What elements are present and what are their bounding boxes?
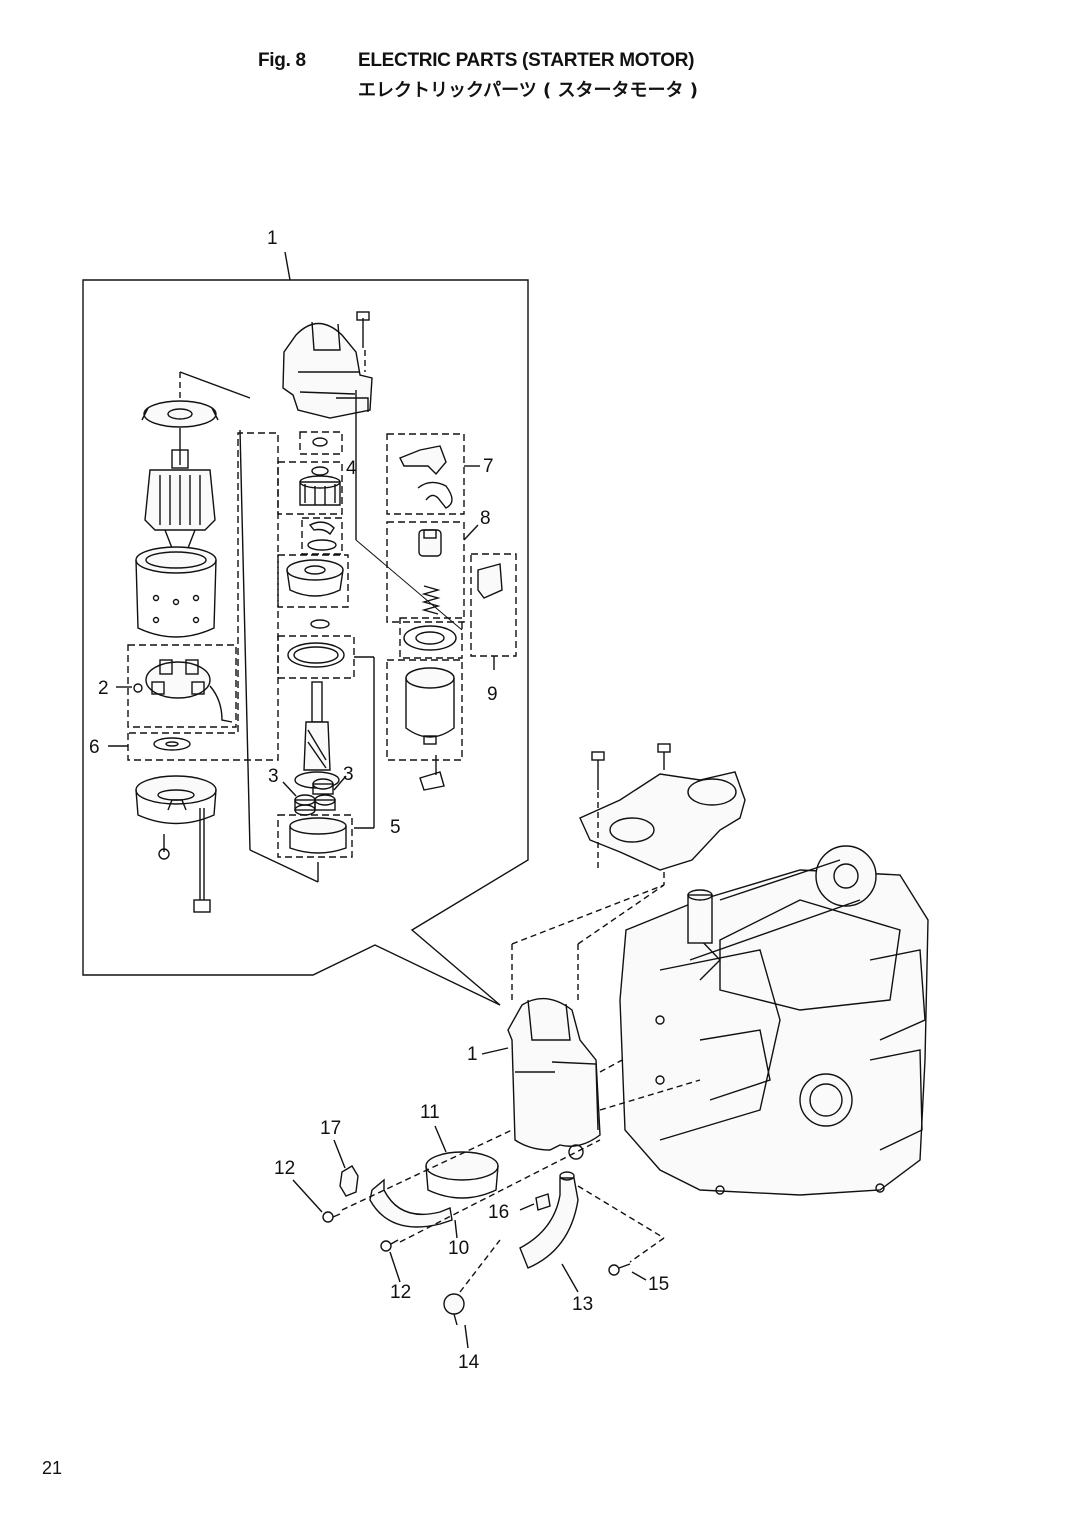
- nut-16: [535, 1193, 551, 1211]
- callout-8: 8: [480, 508, 491, 529]
- assembly-outline: [82, 279, 529, 1006]
- band-part: [369, 1178, 453, 1228]
- rear-cover-part: [282, 321, 373, 419]
- callout-7: 7: [483, 456, 494, 477]
- callout-1-assembly: 1: [467, 1044, 478, 1065]
- figure-title: ELECTRIC PARTS (STARTER MOTOR): [358, 50, 695, 71]
- pinion-gear-part: [299, 466, 341, 506]
- callout-1-top: 1: [267, 228, 278, 249]
- callout-3-right: 3: [343, 764, 354, 785]
- spring-part: [421, 585, 441, 615]
- pinion-shaft-part: [294, 681, 340, 789]
- cushion-ring-part: [425, 1151, 499, 1199]
- callout-11: 11: [420, 1102, 440, 1123]
- page-number: 21: [42, 1458, 63, 1478]
- clip-part-17: [339, 1165, 359, 1197]
- engine-block-part: [619, 845, 929, 1196]
- callout-6: 6: [89, 737, 100, 758]
- plate-washer-part: [153, 737, 191, 751]
- through-bolt-long: [193, 808, 211, 913]
- terminal-nut-part: [419, 755, 445, 791]
- clutch-housing-part: [286, 559, 344, 597]
- callout-17: 17: [320, 1118, 341, 1139]
- internal-gear-part: [289, 817, 347, 854]
- callout-15: 15: [648, 1274, 669, 1295]
- through-bolt-top: [356, 311, 370, 348]
- magnetic-switch-part: [405, 667, 455, 745]
- armature-part: [144, 428, 216, 549]
- screw-15: [608, 1263, 631, 1276]
- cap-14: [443, 1293, 465, 1326]
- callout-3-left: 3: [268, 766, 279, 787]
- bolt-bracket-2: [657, 743, 671, 770]
- callout-13: 13: [572, 1294, 593, 1315]
- callout-9: 9: [487, 684, 498, 705]
- lever-part: [399, 445, 453, 509]
- screw-12-a: [322, 1211, 341, 1223]
- lead-wire-part: [519, 1171, 579, 1269]
- planetary-gear-left: [294, 794, 316, 816]
- callout-4: 4: [346, 458, 357, 479]
- starter-motor-assembled: [507, 997, 601, 1160]
- callout-2: 2: [98, 678, 109, 699]
- planetary-gear-right-1: [312, 778, 334, 795]
- callout-5: 5: [390, 817, 401, 838]
- brush-holder-part: [145, 659, 233, 723]
- callout-12-a: 12: [274, 1158, 295, 1179]
- front-bracket-part: [135, 775, 217, 825]
- screw-12-b: [380, 1239, 399, 1252]
- yoke-part: [135, 546, 217, 638]
- callout-16: 16: [488, 1202, 509, 1223]
- figure-title-japanese: エレクトリックパーツ ( スタータモータ ): [358, 80, 698, 101]
- bolt-bracket-1: [591, 751, 605, 790]
- callout-10: 10: [448, 1238, 469, 1259]
- figure-number: Fig. 8: [258, 50, 306, 71]
- ring-part: [287, 642, 345, 668]
- callout-14: 14: [458, 1352, 480, 1373]
- plunger-part: [418, 529, 442, 557]
- planetary-gear-right-2: [314, 794, 336, 811]
- thrust-plate-part: [141, 400, 219, 428]
- callout-12-b: 12: [390, 1282, 411, 1303]
- terminal-cover-part: [477, 563, 503, 599]
- mounting-bracket-part: [579, 771, 746, 871]
- gasket-part: [403, 625, 457, 651]
- screw-bottom-left: [158, 834, 170, 860]
